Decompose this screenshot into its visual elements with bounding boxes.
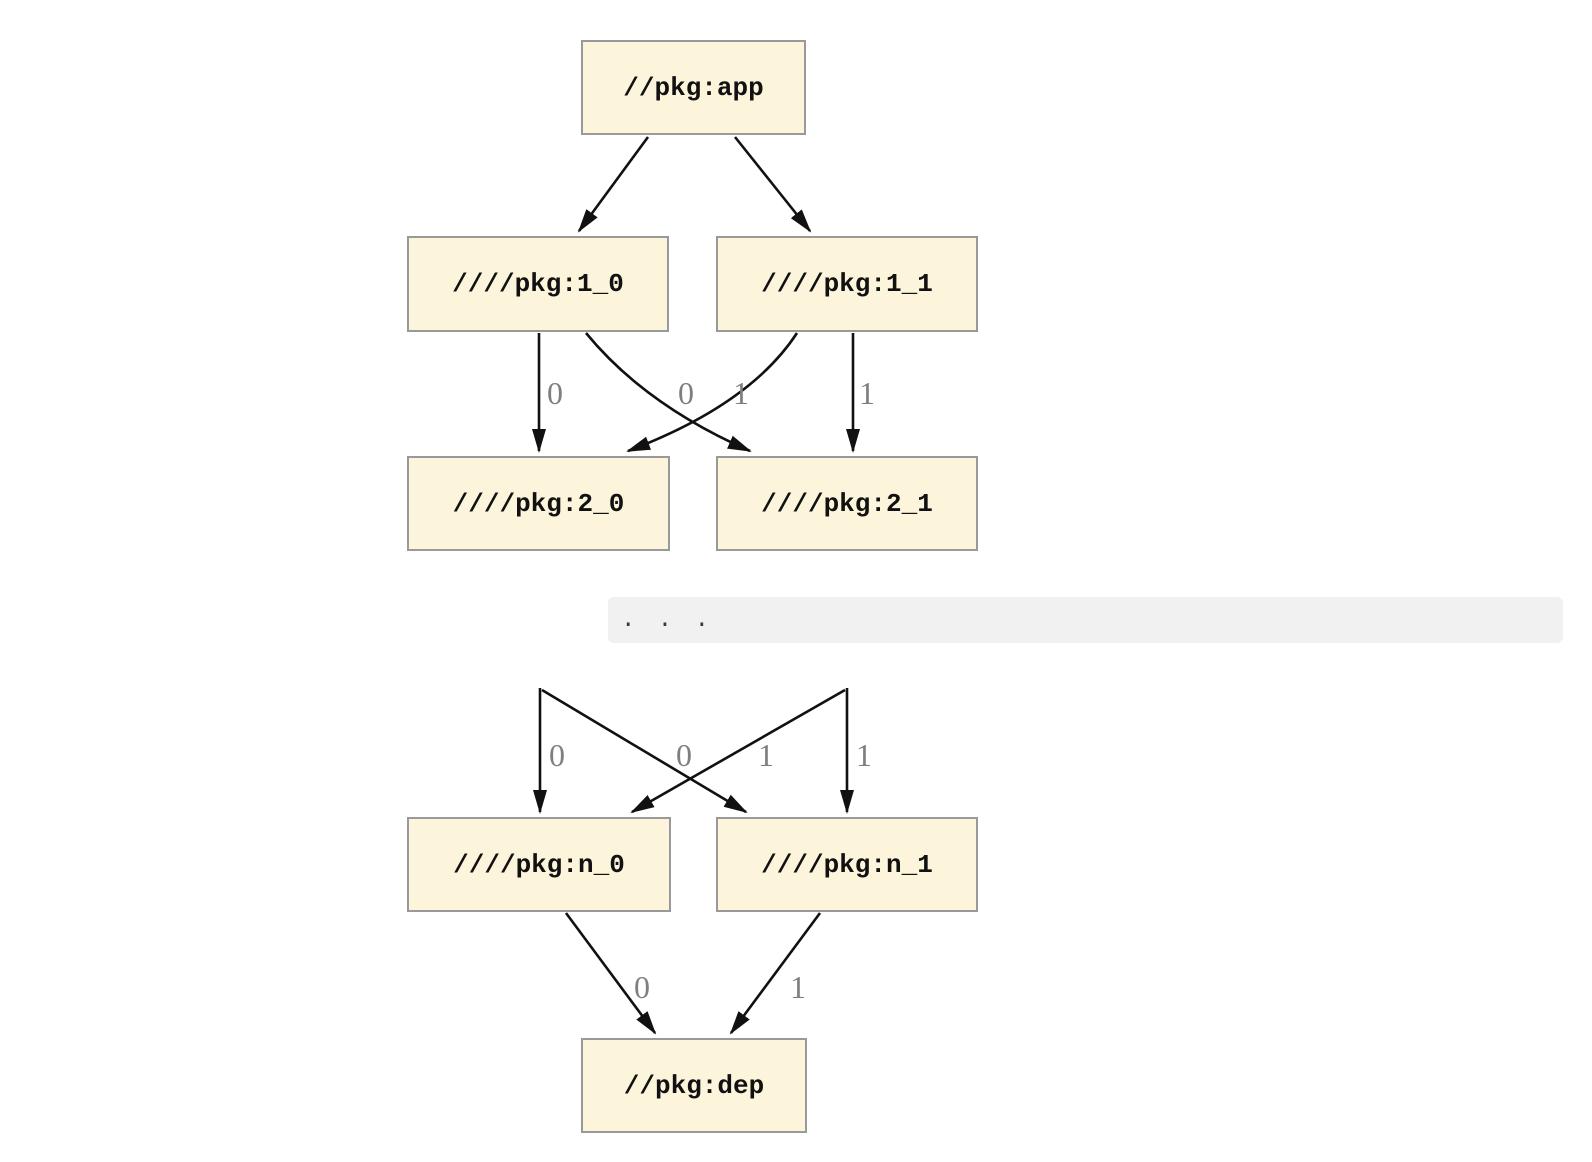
- edge-label-1-1-to-2-1: 1: [859, 375, 875, 411]
- node-pkg-dep: //pkg:dep: [581, 1038, 807, 1133]
- node-label-pkg-n-0: ////pkg:n_0: [453, 849, 625, 880]
- edge-n-0-to-dep: [564, 912, 657, 1035]
- edge-app-to-1-0: [577, 136, 650, 233]
- edge-app-to-1-1: [733, 136, 812, 233]
- node-label-pkg-2-1: ////pkg:2_1: [761, 488, 933, 519]
- edge-1-0-to-2-1: [584, 332, 752, 453]
- node-label-pkg-app: //pkg:app: [623, 72, 764, 103]
- edge-label-1-0-to-2-1: 0: [678, 375, 694, 411]
- ellipsis-text: . . .: [621, 606, 714, 634]
- node-pkg-n-1: ////pkg:n_1: [716, 817, 978, 912]
- edge-label-prev0-to-n-1: 0: [676, 737, 692, 773]
- node-pkg-1-0: ////pkg:1_0: [407, 236, 669, 332]
- node-label-pkg-dep: //pkg:dep: [623, 1070, 765, 1101]
- edge-label-prev1-to-n-0: 1: [758, 737, 774, 773]
- edge-label-1-1-to-2-0: 1: [733, 375, 749, 411]
- node-pkg-app: //pkg:app: [581, 40, 806, 135]
- edge-label-1-0-to-2-0: 0: [547, 375, 563, 411]
- edge-label-prev0-to-n-0: 0: [549, 737, 565, 773]
- ellipsis-code-block: . . .: [608, 597, 1563, 643]
- node-label-pkg-1-0: ////pkg:1_0: [452, 269, 624, 299]
- node-pkg-2-1: ////pkg:2_1: [716, 456, 978, 551]
- edge-label-n-0-to-dep: 0: [634, 969, 650, 1005]
- edge-n-1-to-dep: [729, 912, 822, 1035]
- node-label-pkg-2-0: ////pkg:2_0: [452, 488, 625, 519]
- edge-label-prev1-to-n-1: 1: [856, 737, 872, 773]
- edge-label-n-1-to-dep: 1: [790, 969, 806, 1005]
- edge-prev0-to-n-1: [541, 688, 748, 814]
- node-pkg-n-0: ////pkg:n_0: [407, 817, 671, 912]
- edge-prev1-to-n-0: [630, 688, 846, 814]
- node-label-pkg-n-1: ////pkg:n_1: [761, 849, 933, 880]
- node-pkg-1-1: ////pkg:1_1: [716, 236, 978, 332]
- node-label-pkg-1-1: ////pkg:1_1: [761, 269, 933, 299]
- node-pkg-2-0: ////pkg:2_0: [407, 456, 670, 551]
- edge-1-1-to-2-0: [626, 332, 799, 453]
